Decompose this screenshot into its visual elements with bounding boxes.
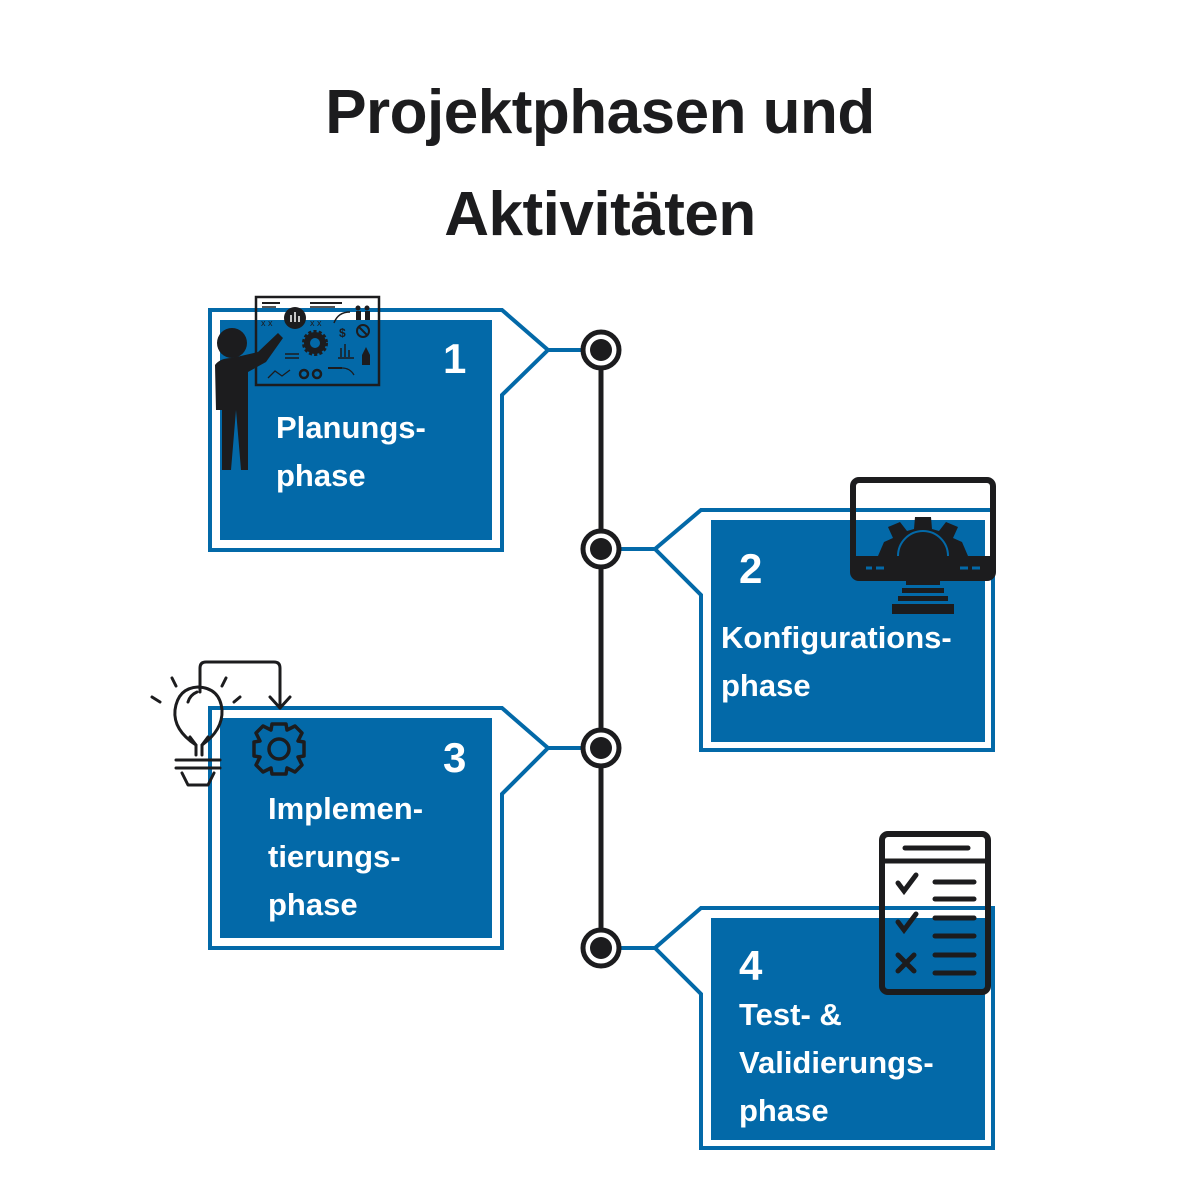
phase-box-4-outline xyxy=(652,906,995,1150)
phase-label-3-line-1: Implemen- xyxy=(268,791,424,826)
phase-number-1: 1 xyxy=(443,335,467,382)
phase-box-2-outline xyxy=(652,508,995,752)
phase-box-3-fill xyxy=(220,718,492,938)
phase-label-3-line-2: tierungs- xyxy=(268,839,401,874)
checklist-icon xyxy=(879,831,991,995)
presenter-whiteboard-icon: x x x x $ xyxy=(215,295,381,470)
timeline-node-3 xyxy=(580,727,622,769)
phase-box-3-outline xyxy=(208,706,551,950)
phase-label-1-line-1: Planungs- xyxy=(276,410,426,445)
phase-number-4: 4 xyxy=(739,942,763,989)
svg-text:x x: x x xyxy=(261,318,273,328)
phase-label-3: Implemen- tierungs- phase xyxy=(268,785,423,929)
phase-label-4-line-2: Validierungs- xyxy=(739,1045,934,1080)
phase-label-1: Planungs- phase xyxy=(276,404,426,500)
phase-label-4-line-1: Test- & xyxy=(739,997,842,1032)
page-title: Projektphasen und Aktivitäten xyxy=(0,62,1200,266)
phase-label-2-line-2: phase xyxy=(721,668,811,703)
phase-label-1-line-2: phase xyxy=(276,458,366,493)
svg-text:x x: x x xyxy=(310,318,322,328)
phase-number-2: 2 xyxy=(739,545,763,592)
phase-label-4-line-3: phase xyxy=(739,1093,829,1128)
phase-box-3 xyxy=(208,706,584,950)
phase-label-3-line-3: phase xyxy=(268,887,358,922)
phase-number-3: 3 xyxy=(443,734,467,781)
title-line-2: Aktivitäten xyxy=(444,180,756,249)
lightbulb-gear-icon xyxy=(150,660,306,787)
timeline-node-1 xyxy=(580,329,622,371)
phase-label-4: Test- & Validierungs- phase xyxy=(739,991,934,1135)
phase-label-2-line-1: Konfigurations- xyxy=(721,620,952,655)
monitor-gear-icon xyxy=(850,477,996,614)
svg-text:$: $ xyxy=(339,326,346,340)
title-line-1: Projektphasen und xyxy=(325,78,875,147)
timeline-node-2 xyxy=(580,528,622,570)
timeline-node-4 xyxy=(580,927,622,969)
phase-label-2: Konfigurations- phase xyxy=(721,614,952,710)
phase-box-1-outline xyxy=(208,308,551,552)
